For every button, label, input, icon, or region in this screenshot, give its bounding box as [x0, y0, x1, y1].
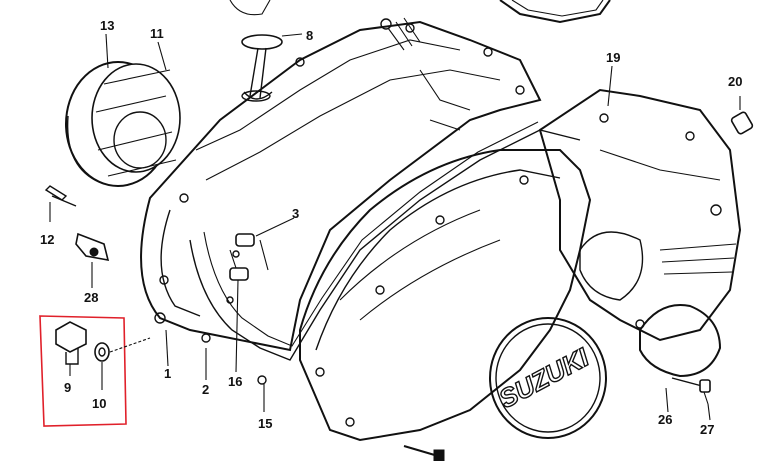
oil-filter-cap [65, 61, 181, 187]
label-8: 8 [306, 28, 313, 43]
sprocket-cover [538, 88, 742, 342]
inspection-cap [635, 304, 722, 378]
label-16: 16 [228, 374, 242, 389]
drain-plug-highlight [39, 315, 151, 427]
label-19: 19 [606, 50, 620, 65]
switch-28 [75, 232, 110, 288]
dowel-pin-20 [730, 96, 754, 135]
label-15: 15 [258, 416, 272, 431]
leader-lines [105, 33, 711, 421]
label-28: 28 [84, 290, 98, 305]
clutch-cover [140, 17, 542, 352]
label-1: 1 [164, 366, 171, 381]
cover-gasket [189, 121, 581, 385]
label-11: 11 [150, 26, 164, 41]
label-13: 13 [100, 18, 114, 33]
suzuki-emblem: SUZUKI [489, 317, 607, 439]
part-labels: 13 11 8 19 20 3 12 28 9 10 1 2 16 15 26 … [40, 18, 742, 437]
label-12: 12 [40, 232, 54, 247]
label-20: 20 [728, 74, 742, 89]
dowel-pins [229, 233, 255, 281]
label-9: 9 [64, 380, 71, 395]
bottom-bolt [403, 445, 445, 461]
label-26: 26 [658, 412, 672, 427]
screw-27 [671, 377, 711, 405]
label-10: 10 [92, 396, 106, 411]
label-27: 27 [700, 422, 714, 437]
bolt-12 [44, 185, 77, 222]
top-gasket-fragment [229, 0, 611, 24]
label-2: 2 [202, 382, 209, 397]
label-3: 3 [292, 206, 299, 221]
filler-cap-assembly [241, 34, 283, 102]
magneto-cover [299, 149, 592, 442]
highlight-frame [39, 315, 127, 427]
